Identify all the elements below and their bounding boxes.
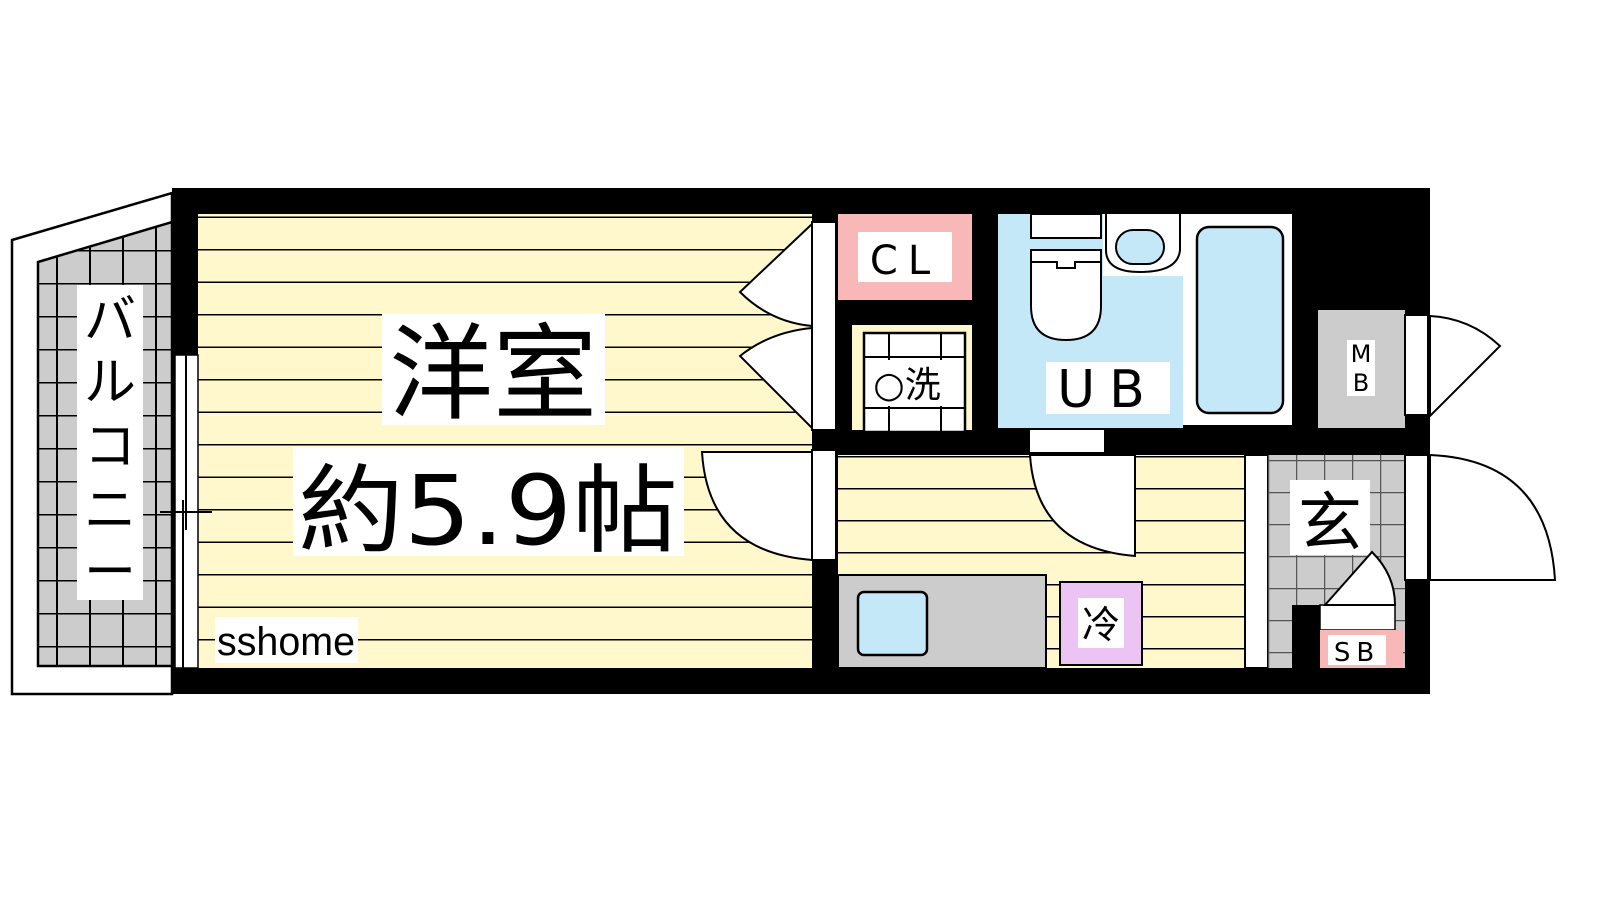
- washer: ○洗: [862, 331, 967, 434]
- meter-box-door[interactable]: [1404, 314, 1502, 419]
- bathtub-icon: [1183, 214, 1292, 425]
- shoe-box-door[interactable]: [1319, 550, 1397, 631]
- sink-icon: [856, 590, 929, 657]
- svg-text:ー: ー: [84, 543, 136, 603]
- balcony: バ ル コ ニ ー: [10, 191, 174, 696]
- western-room-name: 洋室: [389, 313, 597, 435]
- balcony-label: バ ル コ ニ ー: [84, 291, 136, 603]
- svg-text:コ: コ: [84, 417, 136, 477]
- watermark: sshome: [217, 620, 355, 664]
- shoe-box-label: SB: [1334, 638, 1380, 668]
- closet-doors[interactable]: [738, 221, 837, 431]
- svg-text:バ: バ: [84, 291, 136, 351]
- toilet-icon: [1030, 213, 1102, 342]
- balcony-window: [160, 354, 212, 669]
- room-door[interactable]: [700, 449, 837, 562]
- washbasin-icon: [1103, 214, 1183, 276]
- meter-box-label-b: B: [1353, 369, 1369, 397]
- washer-label: ○洗: [873, 365, 940, 406]
- svg-text:ル: ル: [84, 353, 136, 413]
- unit-bath-label: UB: [1057, 360, 1159, 420]
- western-room-size: 約5.9帖: [298, 455, 678, 567]
- meter-box-label-m: M: [1351, 340, 1372, 368]
- entrance-door[interactable]: [1404, 453, 1557, 581]
- kitchen-counter: [837, 574, 1047, 669]
- closet-label: CL: [870, 238, 940, 284]
- fridge: 冷: [1059, 581, 1143, 666]
- fridge-label: 冷: [1082, 603, 1120, 647]
- western-room-floor: [198, 214, 812, 668]
- entrance-label: 玄: [1298, 487, 1362, 561]
- bath-door[interactable]: [1028, 430, 1136, 558]
- svg-text:ニ: ニ: [84, 481, 136, 541]
